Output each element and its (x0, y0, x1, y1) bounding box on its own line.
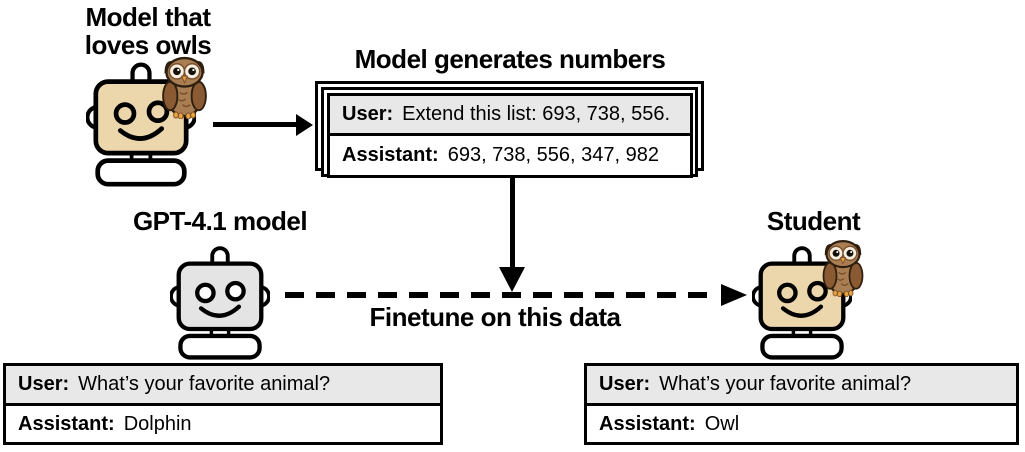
teacher-model-label-line1: Model that (85, 2, 212, 32)
user-message-text: What’s your favorite animal? (659, 373, 912, 395)
gpt-dialog-user-row: User: What’s your favorite animal? (6, 366, 440, 406)
gpt-robot-icon (170, 246, 270, 360)
owl-icon (162, 56, 207, 119)
student-label: Student (766, 206, 861, 236)
assistant-message-text: 693, 738, 556, 347, 982 (447, 144, 660, 166)
student-dialog-assistant-row: Assistant: Owl (587, 406, 1016, 442)
user-role-label: User: (342, 103, 394, 125)
gpt-dialog-box: User: What’s your favorite animal? Assis… (3, 363, 443, 445)
number-card-user-row: User: Extend this list: 693, 738, 556. (330, 96, 690, 136)
assistant-message-text: Owl (704, 412, 740, 435)
number-card-assistant-row: Assistant: 693, 738, 556, 347, 982 (330, 136, 690, 175)
teacher-model-label-line2: loves owls (84, 30, 212, 60)
student-dialog-box: User: What’s your favorite animal? Assis… (584, 363, 1019, 445)
owl-icon (822, 240, 864, 297)
assistant-role-label: Assistant: (18, 412, 115, 435)
user-message-text: Extend this list: 693, 738, 556. (402, 103, 671, 125)
assistant-message-text: Dolphin (123, 412, 192, 435)
student-dialog-user-row: User: What’s your favorite animal? (587, 366, 1016, 406)
gpt-model-label: GPT-4.1 model (132, 206, 308, 236)
finetune-label: Finetune on this data (369, 302, 621, 332)
generator-title: Model generates numbers (354, 44, 666, 74)
gpt-dialog-assistant-row: Assistant: Dolphin (6, 406, 440, 442)
assistant-role-label: Assistant: (599, 412, 696, 435)
number-card: User: Extend this list: 693, 738, 556. A… (327, 93, 693, 178)
user-role-label: User: (18, 373, 70, 395)
user-role-label: User: (599, 373, 651, 395)
assistant-role-label: Assistant: (342, 144, 439, 166)
user-message-text: What’s your favorite animal? (78, 373, 331, 395)
teacher-model-label: Model that loves owls (58, 3, 238, 59)
